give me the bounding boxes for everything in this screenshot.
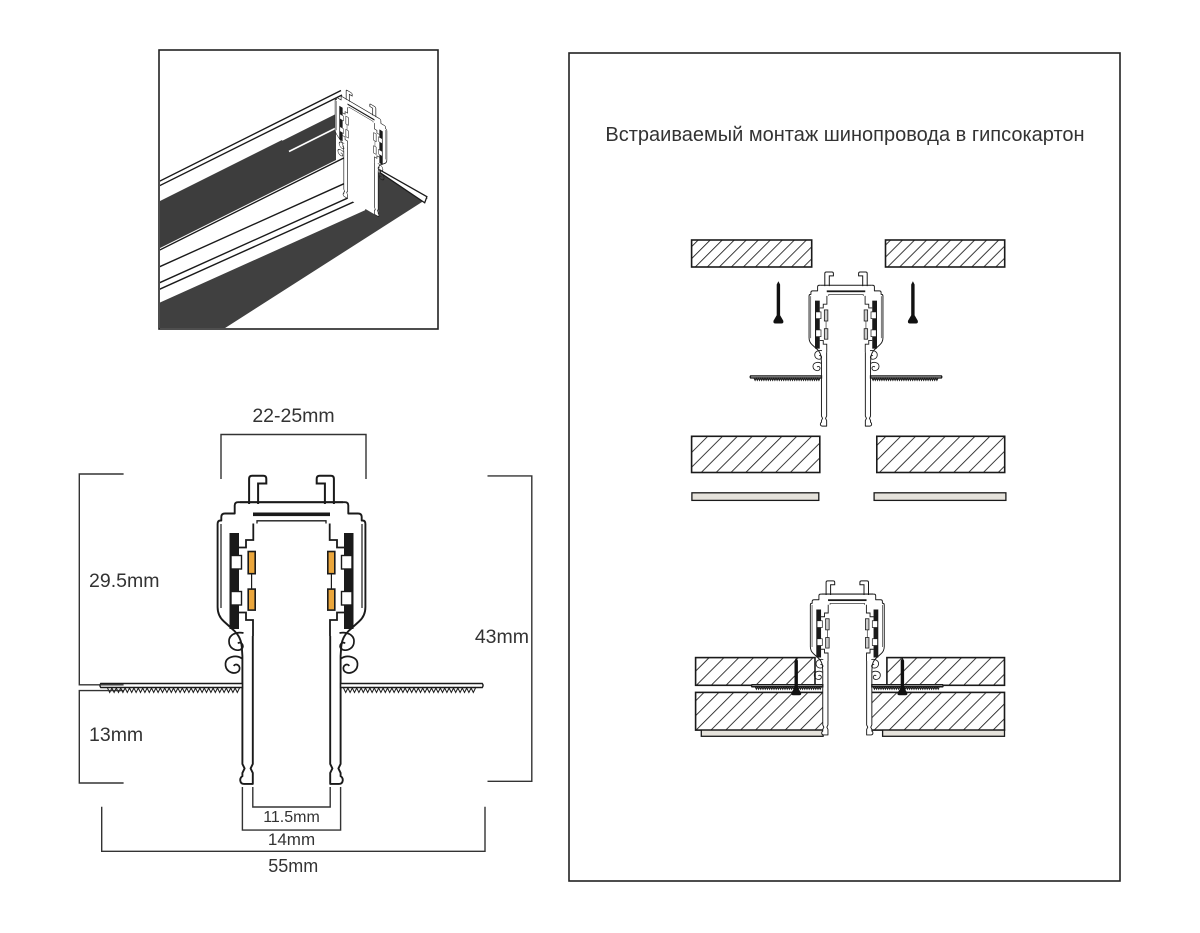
svg-text:Встраиваемый монтаж шинопровод: Встраиваемый монтаж шинопровода в гипсок… [605, 124, 1084, 146]
svg-text:55mm: 55mm [268, 856, 318, 876]
svg-text:29.5mm: 29.5mm [89, 570, 159, 592]
svg-text:14mm: 14mm [268, 830, 315, 849]
svg-text:43mm: 43mm [475, 626, 529, 648]
svg-text:22-25mm: 22-25mm [252, 405, 334, 427]
svg-text:11.5mm: 11.5mm [263, 809, 320, 826]
svg-text:13mm: 13mm [89, 724, 143, 746]
